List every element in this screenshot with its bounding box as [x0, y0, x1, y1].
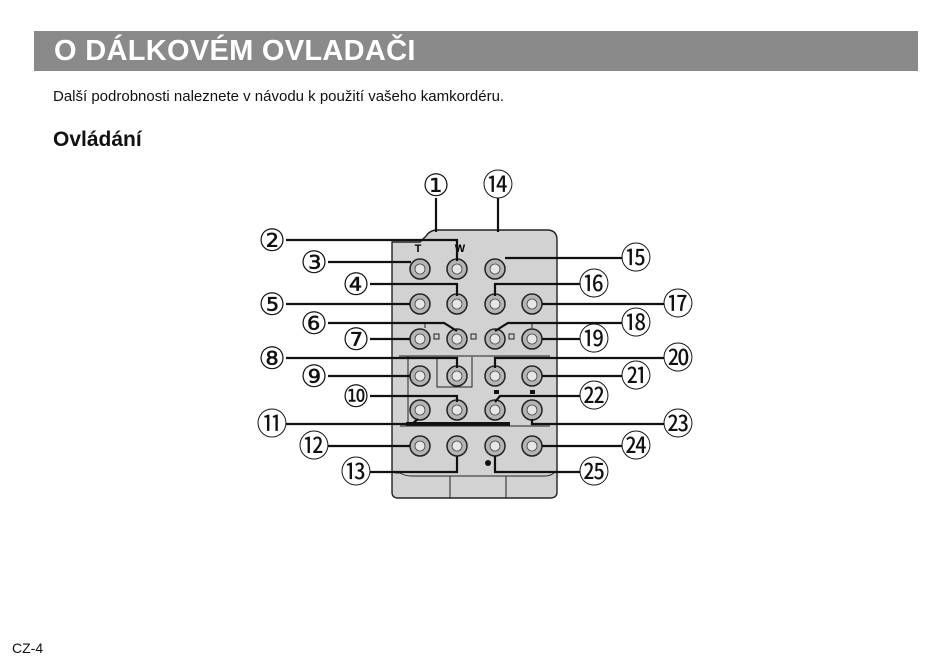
page-number: CZ-4	[12, 640, 44, 656]
callout-8: ⑧	[258, 341, 286, 377]
callout-19: ⑲	[579, 322, 610, 358]
callout-11: ⑪	[257, 407, 288, 443]
callout-5: ⑤	[258, 287, 286, 323]
callout-2: ②	[258, 223, 286, 259]
callout-25: ㉕	[579, 455, 610, 491]
section-heading: Ovládání	[53, 128, 142, 151]
callout-22: ㉒	[579, 379, 610, 415]
callout-21: ㉑	[621, 359, 652, 395]
callout-15: ⑮	[621, 241, 652, 277]
callout-6: ⑥	[300, 306, 328, 342]
callout-13: ⑬	[341, 455, 372, 491]
callout-14: ⑭	[483, 168, 514, 204]
intro-text: Další podrobnosti naleznete v návodu k p…	[53, 88, 505, 105]
leader-lines	[286, 198, 664, 474]
callout-7: ⑦	[342, 322, 370, 358]
callout-23: ㉓	[663, 407, 694, 443]
callout-18: ⑱	[621, 306, 652, 342]
page-title-bar: O DÁLKOVÉM OVLADAČI	[34, 31, 918, 71]
button-highlights	[414, 263, 538, 452]
callout-10: ⑩	[342, 379, 370, 415]
callout-9: ⑨	[300, 359, 328, 395]
zoom-tele-label: T	[415, 243, 422, 255]
callout-17: ⑰	[663, 287, 694, 323]
callout-labels: ① ② ③ ④ ⑤ ⑥ ⑦ ⑧ ⑨ ⑩ ⑪ ⑫ ⑬ ⑭ ⑮ ⑯ ⑰ ⑱ ⑲ ⑳ …	[257, 168, 694, 491]
zoom-wide-label: W	[455, 243, 466, 255]
callout-20: ⑳	[663, 341, 694, 377]
callout-1: ①	[422, 168, 450, 204]
callout-3: ③	[300, 245, 328, 281]
callout-16: ⑯	[579, 267, 610, 303]
callout-4: ④	[342, 267, 370, 303]
remote-buttons	[409, 258, 543, 457]
page-title: O DÁLKOVÉM OVLADAČI	[54, 35, 416, 67]
remote-body	[391, 229, 558, 499]
callout-24: ㉔	[621, 429, 652, 465]
callout-12: ⑫	[299, 429, 330, 465]
